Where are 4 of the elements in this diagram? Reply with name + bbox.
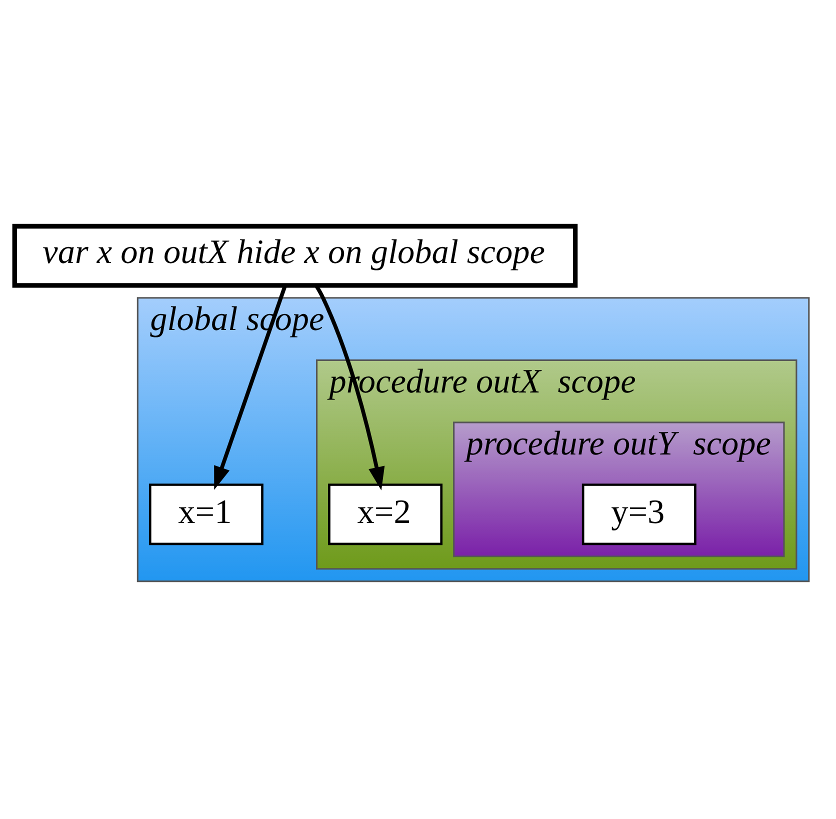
node-box: var x on outX hide x on global scope bbox=[12, 223, 578, 288]
node-box: y=3 bbox=[582, 483, 696, 545]
node-box: x=2 bbox=[328, 483, 443, 545]
node-box: x=1 bbox=[148, 483, 264, 545]
